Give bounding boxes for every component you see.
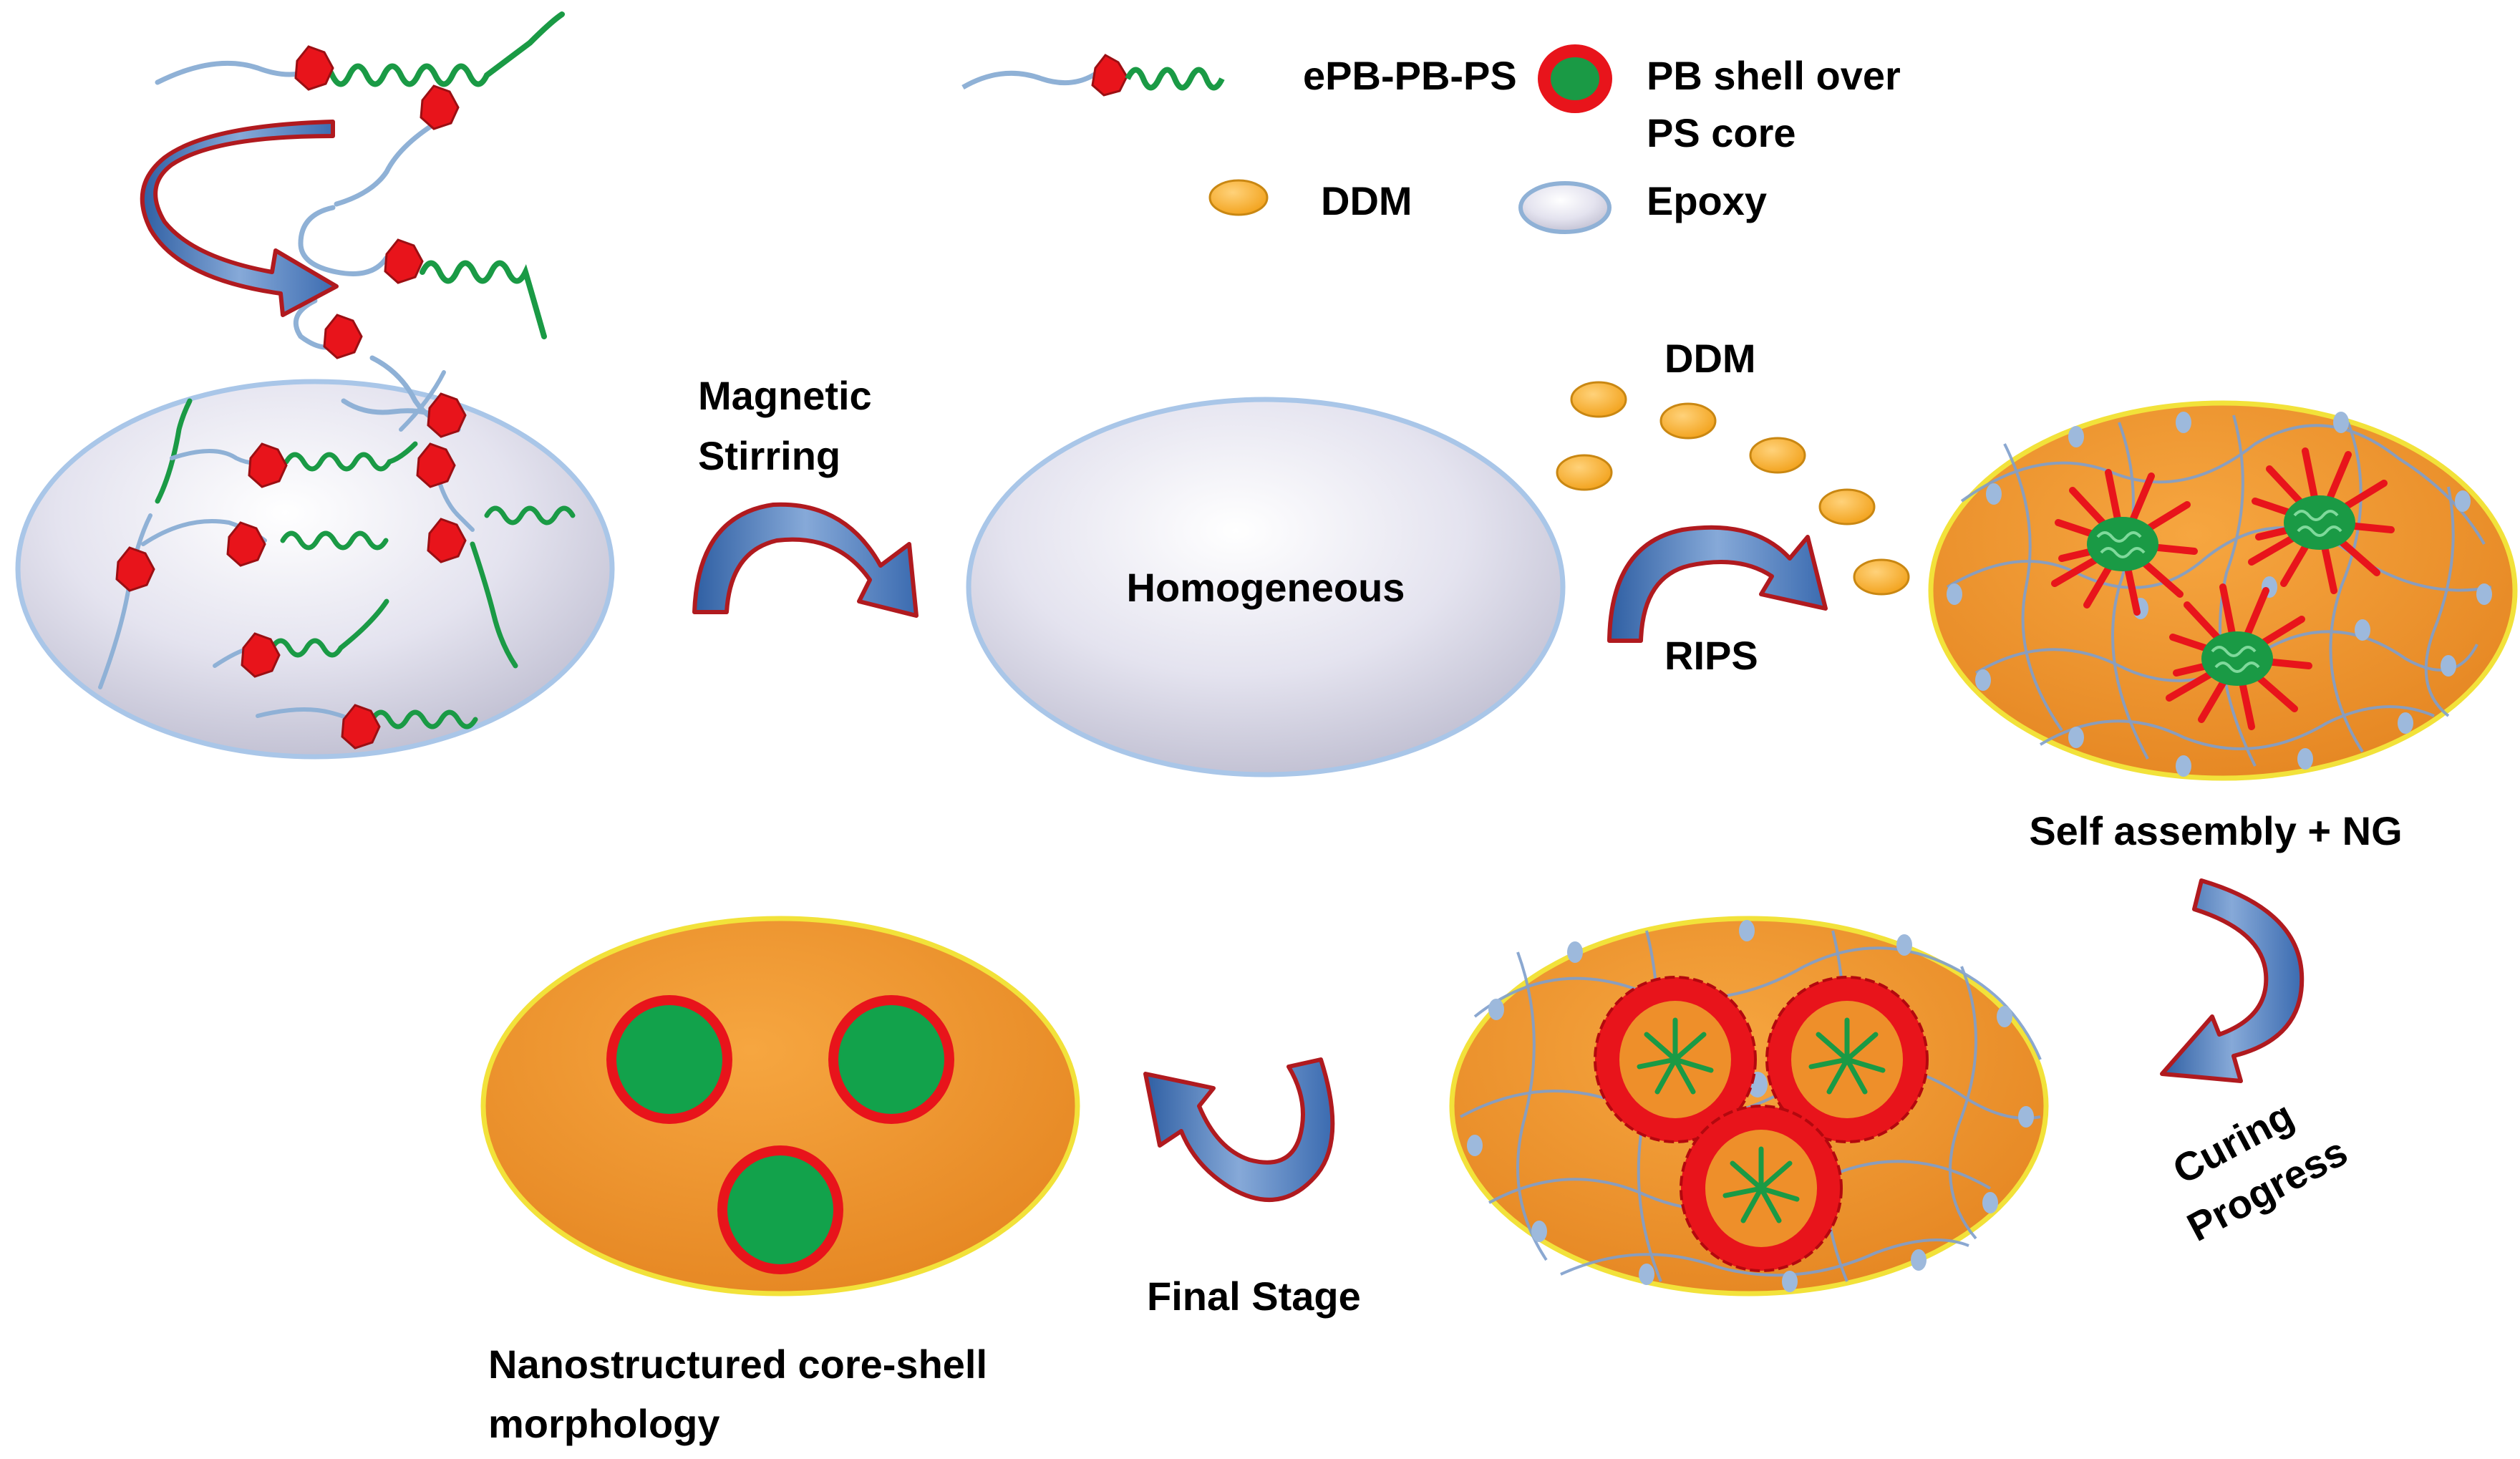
ddm-particles: [1556, 381, 1910, 596]
legend-coreshell-label-line1: PB shell over: [1647, 53, 1901, 98]
cured-micelle-1: [1594, 976, 1757, 1143]
epoxy-network: [1946, 415, 2492, 767]
legend-epoxy-label: Epoxy: [1647, 178, 1767, 223]
core-shell-particle-3: [717, 1145, 843, 1274]
legend-coreshell-label-line2: PS core: [1647, 110, 1796, 155]
micelle-3: [2166, 583, 2312, 730]
cured-network-nodes: [1467, 920, 2034, 1292]
step-mixing-label-line1: Magnetic: [698, 373, 872, 418]
legend: ePB-PB-PS PB shell over PS core DDM Epox…: [961, 44, 1901, 234]
legend-epoxy-icon: [1518, 181, 1612, 234]
ddm-added-label: DDM: [1664, 336, 1756, 381]
cured-micelle-3: [1680, 1105, 1843, 1272]
step-mixing-label-line2: Stirring: [698, 433, 840, 478]
epoxy-dish-initial: [15, 379, 615, 760]
result-label-line1: Nanostructured core-shell: [488, 1342, 987, 1387]
micelle-1: [2051, 469, 2198, 616]
final-stage-label: Final Stage: [1147, 1274, 1361, 1319]
mixing-arrow-icon: [692, 502, 919, 618]
rips-arrow-icon: [1607, 525, 1828, 643]
cured-micelle-2: [1765, 976, 1929, 1143]
core-shell-particle-1: [606, 995, 732, 1124]
homogeneous-dish: [966, 397, 1566, 777]
curing-arrow-icon: [2160, 878, 2305, 1083]
stage-curing: [1449, 916, 2049, 1296]
legend-ddm-icon: [1208, 179, 1269, 216]
legend-copolymer-icon: [961, 54, 1225, 97]
micelle-2: [2248, 447, 2395, 594]
network-nodes: [1947, 412, 2492, 777]
result-label-line2: morphology: [488, 1401, 720, 1446]
legend-copolymer-label: ePB-PB-PS: [1303, 53, 1517, 98]
pb-knots-outside: [294, 45, 467, 438]
legend-coreshell-icon: [1538, 44, 1612, 113]
pb-knots-inside: [115, 442, 467, 750]
core-shell-particle-2: [828, 995, 954, 1124]
legend-ddm-label: DDM: [1321, 178, 1412, 223]
stage-initial-mixture: [15, 11, 615, 760]
final-arrow-icon: [1143, 1057, 1335, 1202]
rips-label: RIPS: [1664, 633, 1758, 678]
rotation-arrow-icon: [140, 120, 339, 317]
stage-self-assembly: [1928, 400, 2518, 781]
copolymer-chains-outside: [155, 11, 565, 432]
self-assembly-label: Self assembly + NG: [2029, 808, 2402, 853]
stage-final-morphology: [480, 916, 1080, 1296]
homogeneous-label: Homogeneous: [1127, 565, 1405, 610]
